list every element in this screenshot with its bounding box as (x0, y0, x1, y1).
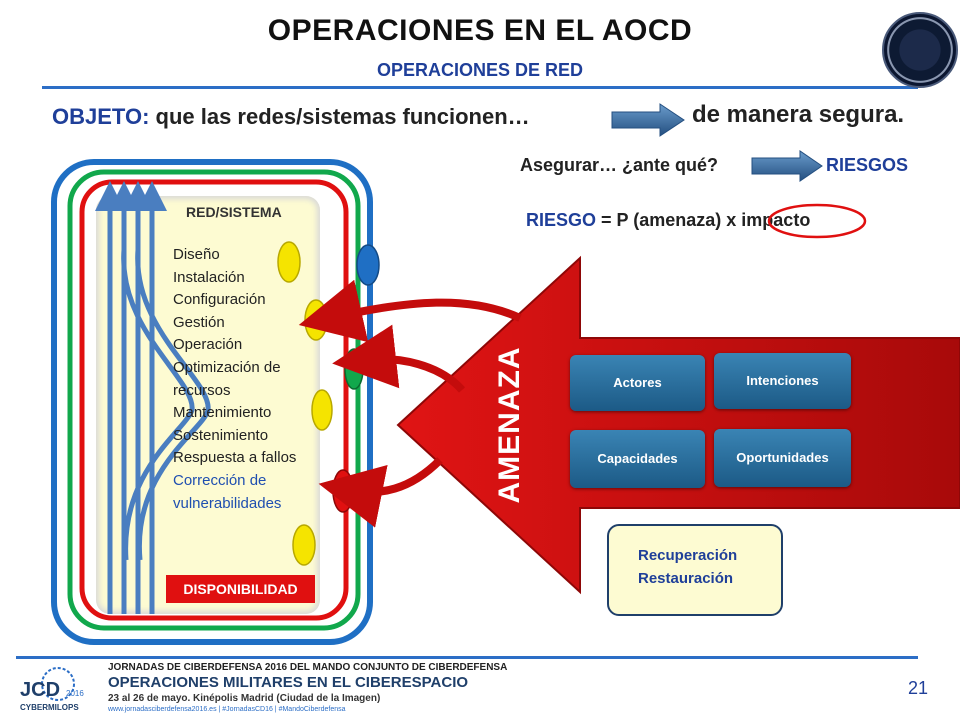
objective-line: OBJETO: que las redes/sistemas funcionen… (52, 104, 530, 130)
vulnerability-marker (304, 299, 328, 341)
activity-item-highlight: Corrección de (173, 471, 267, 489)
system-activities: Diseño Instalación Configuración Gestión… (173, 244, 296, 515)
vulnerability-marker (311, 389, 333, 431)
ring-blue (51, 159, 373, 645)
activity-item: Instalación (173, 268, 245, 286)
arrow-icon (751, 150, 823, 182)
footer-line-1: JORNADAS DE CIBERDEFENSA 2016 DEL MANDO … (108, 662, 508, 673)
availability-badge: DISPONIBILIDAD (166, 575, 315, 603)
footer-line-2: OPERACIONES MILITARES EN EL CIBERESPACIO (108, 674, 469, 691)
system-title: RED/SISTEMA (186, 204, 282, 220)
threat-box-oportunidades: Oportunidades (714, 429, 851, 487)
svg-text:JCD: JCD (20, 679, 60, 701)
activity-item: Sostenimiento (173, 426, 269, 444)
objective-result: de manera segura. (692, 101, 905, 128)
threat-label: AMENAZA (493, 346, 526, 504)
svg-text:2016: 2016 (66, 689, 84, 698)
ring-green (67, 169, 361, 631)
emblem-icon (882, 12, 958, 88)
risk-formula: RIESGO = P (amenaza) x impacto (526, 210, 810, 231)
risk-impact: impacto (741, 210, 811, 230)
recovery-box (607, 524, 783, 616)
risk-label: RIESGO (526, 210, 597, 230)
page-title: OPERACIONES EN EL AOCD (267, 14, 693, 47)
activity-item: Diseño (173, 246, 220, 263)
threat-box-actores: Actores (570, 355, 705, 411)
recovery-line: Recuperación (638, 547, 738, 564)
vulnerability-marker (277, 241, 301, 283)
ring-marker-blue (356, 244, 380, 286)
recovery-line: Restauración (638, 570, 734, 587)
arrow-icon (611, 103, 685, 137)
threat-box-intenciones: Intenciones (714, 353, 851, 409)
header-divider (42, 86, 918, 89)
page-subtitle: OPERACIONES DE RED (376, 60, 584, 80)
recovery-text: Recuperación Restauración (638, 544, 737, 590)
threat-label-wrap: AMENAZA (470, 347, 550, 504)
secure-answer: RIESGOS (826, 155, 909, 175)
footer-line-4: www.jornadasciberdefensa2016.es | #Jorna… (108, 706, 346, 713)
activity-item: Configuración (173, 291, 266, 309)
objective-label: OBJETO: (52, 104, 150, 129)
activity-item: Operación (173, 336, 243, 354)
activity-item: Mantenimiento (173, 404, 272, 422)
activity-item: Optimización de (173, 358, 281, 376)
ring-red (79, 179, 349, 621)
page-number: 21 (908, 678, 929, 698)
svg-text:CYBERMILOPS: CYBERMILOPS (20, 703, 79, 712)
risk-expression: = P (amenaza) x (601, 210, 737, 230)
objective-text: que las redes/sistemas funcionen… (155, 104, 530, 129)
vulnerability-marker (292, 524, 316, 566)
footer-line-3: 23 al 26 de mayo. Kinépolis Madrid (Ciud… (108, 693, 381, 704)
threat-arrow (396, 255, 960, 595)
activity-item: Respuesta a fallos (173, 449, 297, 467)
activity-item: recursos (173, 381, 231, 399)
threat-box-capacidades: Capacidades (570, 430, 705, 488)
jcd-logo-icon: JCD 2016 CYBERMILOPS (20, 667, 84, 712)
impact-highlight (767, 203, 867, 239)
activity-item-highlight: vulnerabilidades (173, 494, 282, 512)
ring-marker-green (344, 348, 364, 390)
footer-divider (16, 656, 918, 659)
activity-item: Gestión (173, 313, 225, 331)
secure-question: Asegurar… ¿ante qué? (520, 155, 719, 175)
